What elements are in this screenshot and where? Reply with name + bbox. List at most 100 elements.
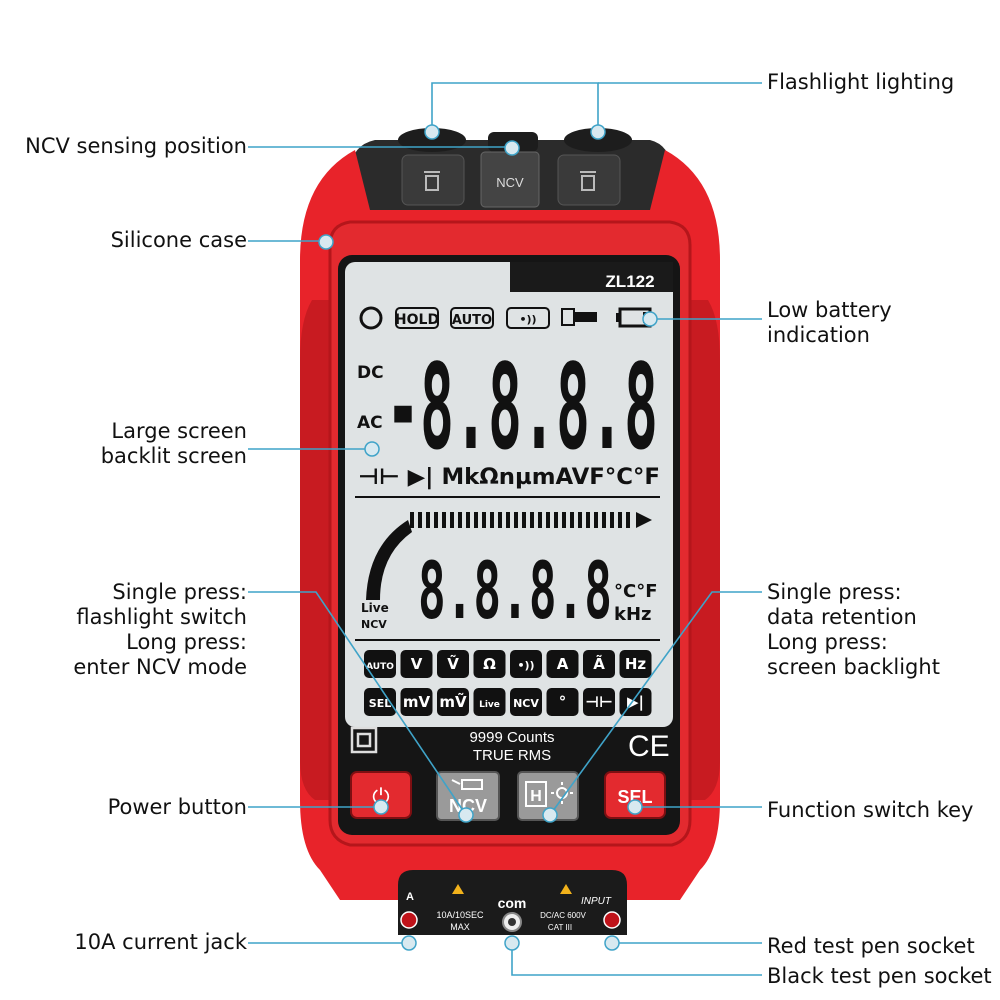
true-rms-label: TRUE RMS xyxy=(473,747,551,764)
counts-label: 9999 Counts xyxy=(469,729,554,746)
hold-icon-box xyxy=(525,781,547,807)
model-label-bg xyxy=(510,262,673,292)
low-battery-label: Low battery indication xyxy=(767,298,892,348)
large-screen-line-2: backlit screen xyxy=(100,444,247,468)
warning-icon-right xyxy=(560,884,572,894)
mode-row1-icon-5: A xyxy=(557,655,569,673)
mode-row2-icon-6: ⊣⊢ xyxy=(585,693,612,711)
mode-row1-icon-3: Ω xyxy=(483,655,496,673)
auto-indicator: AUTO xyxy=(452,313,492,328)
function-switch-callout: Function switch key xyxy=(767,798,974,822)
com-jack-core xyxy=(508,918,516,926)
top-ncv-label: NCV xyxy=(496,175,524,190)
left-flashlight-lens xyxy=(398,128,466,152)
mode-row2-icon-7: ▶| xyxy=(627,693,644,712)
right-grip xyxy=(690,300,720,800)
ncv-button-label: NCV xyxy=(449,796,487,816)
hold-callout-line-1: Single press: xyxy=(767,580,902,604)
mode-row1-icon-box-3 xyxy=(473,650,506,678)
low-battery-line-2: indication xyxy=(767,323,870,347)
mode-row1-icon-box-4 xyxy=(510,650,542,678)
flashlight-leader xyxy=(431,82,599,132)
mode-row2-icon-box-3 xyxy=(473,688,506,716)
input-rating: DC/AC 600V xyxy=(540,911,586,920)
mode-row2-icon-1: mV xyxy=(403,693,431,711)
a-jack-rating: 10A/10SEC xyxy=(436,910,484,920)
mode-row1-icon-2: Ṽ xyxy=(447,654,459,673)
unit-indicators: ⊣⊢ ▶| MkΩnµmAVF°C°F xyxy=(358,465,660,490)
sub-unit-khz: kHz xyxy=(614,604,652,625)
sub-digits: 8.8.8.8 xyxy=(418,547,612,637)
model-label: ZL122 xyxy=(605,272,654,291)
mode-row1-icon-box-1 xyxy=(400,650,433,678)
button-flashlight-icon xyxy=(451,779,483,790)
top-right-flashlight-icon xyxy=(580,171,596,191)
mode-row1-icon-box-7 xyxy=(619,650,652,678)
flashlight-indicator-icon xyxy=(561,308,597,326)
large-screen-line-1: Large screen xyxy=(111,419,247,443)
black-socket-callout: Black test pen socket xyxy=(767,964,992,988)
input-label: INPUT xyxy=(581,896,612,907)
mode-row2-icon-box-5 xyxy=(546,688,579,716)
live-indicator: Live xyxy=(361,601,389,615)
input-jack[interactable] xyxy=(603,911,621,929)
mode-row2-icon-2: mṼ xyxy=(439,692,467,711)
hold-indicator-box xyxy=(395,307,439,329)
mode-row2-icon-5: ° xyxy=(559,693,567,711)
sub-unit-temp: °C°F xyxy=(614,581,658,602)
double-insulation-mark-inner xyxy=(356,732,372,748)
mode-row2-icon-4: NCV xyxy=(513,697,539,710)
hold-indicator: HOLD xyxy=(395,312,439,328)
ncv-button-leader xyxy=(248,591,467,816)
flashlight-lighting-label: Flashlight lighting xyxy=(767,70,955,94)
sel-button-label: SEL xyxy=(617,787,652,807)
double-insulation-mark-outer xyxy=(350,726,378,754)
mode-row1-icon-0: AUTO xyxy=(366,662,394,672)
mode-row1-icon-box-5 xyxy=(546,650,579,678)
mode-row1-icon-6: Ã xyxy=(593,654,605,673)
large-screen-label: Large screen backlit screen xyxy=(101,419,247,469)
mode-row1-icon-1: V xyxy=(411,655,423,673)
hold-callout-line-4: screen backlight xyxy=(767,655,940,679)
ncv-indicator: NCV xyxy=(361,618,387,631)
cat-rating: CAT III xyxy=(548,923,572,932)
callout-lines xyxy=(248,82,762,976)
ac-indicator: AC xyxy=(357,413,383,433)
ncv-callout-line-4: enter NCV mode xyxy=(73,655,247,679)
black-socket-leader xyxy=(511,943,762,976)
hold-callout-line-3: Long press: xyxy=(767,630,888,654)
hold-button-label-callout: Single press: data retention Long press:… xyxy=(767,580,940,680)
mode-row1-icon-box-6 xyxy=(583,650,615,678)
top-right-flashlight-window xyxy=(557,154,621,206)
power-button-callout: Power button xyxy=(107,795,247,819)
mode-row2-icon-box-2 xyxy=(437,688,469,716)
mode-row2-icon-box-4 xyxy=(510,688,542,716)
red-socket-callout: Red test pen socket xyxy=(767,934,975,958)
mode-row2-icon-box-0 xyxy=(364,688,396,716)
mode-row1-icon-box-2 xyxy=(437,650,469,678)
top-left-flashlight-icon xyxy=(424,171,440,191)
ncv-callout-line-2: flashlight switch xyxy=(76,605,247,629)
left-grip xyxy=(300,300,330,800)
callout-dots xyxy=(318,124,658,951)
hold-callout-line-2: data retention xyxy=(767,605,917,629)
mode-row1-icon-7: Hz xyxy=(625,655,647,673)
top-left-flashlight-window xyxy=(401,154,465,206)
10a-jack[interactable] xyxy=(400,911,418,929)
continuity-indicator-box xyxy=(506,307,550,329)
a-jack-label: A xyxy=(406,891,414,903)
mode-icons-row-1: AUTO V Ṽ Ω •)) A Ã Hz xyxy=(364,650,652,678)
mode-row1-icon-box-0 xyxy=(364,650,396,678)
com-label: com xyxy=(498,895,527,911)
ncv-button-label-callout: Single press: flashlight switch Long pre… xyxy=(73,580,247,680)
low-battery-line-1: Low battery xyxy=(767,298,892,322)
ce-mark: CE xyxy=(628,730,670,763)
a-jack-max: MAX xyxy=(450,922,470,932)
mode-row2-icon-box-6 xyxy=(583,688,615,716)
right-flashlight-lens xyxy=(564,128,632,152)
mode-row1-icon-4: •)) xyxy=(517,659,534,672)
mode-row2-icon-box-1 xyxy=(400,688,433,716)
lcd-screen xyxy=(345,262,673,727)
hold-button-label: H xyxy=(530,788,542,805)
jack-panel xyxy=(398,870,627,935)
